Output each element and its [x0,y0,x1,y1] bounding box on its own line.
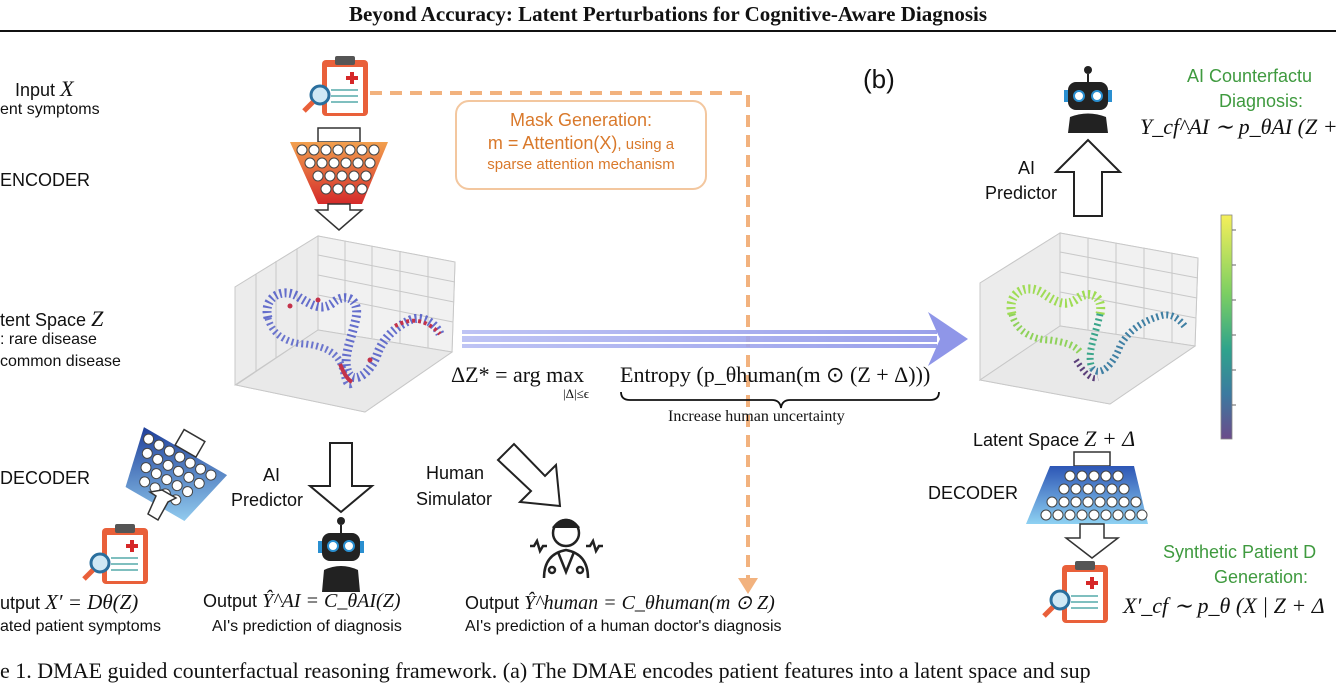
mask-mechanism: sparse attention mechanism [487,156,675,173]
ai-predictor-label-a-2: Predictor [231,490,304,510]
mask-arrowhead [738,578,758,594]
doctor-icon [530,518,603,579]
mask-generation-box: Mask Generation: m = Attention(X), using… [455,100,707,190]
entropy-brace [620,391,940,409]
objective-lhs: ΔZ* = arg max [451,362,585,387]
ai-predictor-label-b-2: Predictor [985,183,1058,203]
panel-b-tag: (b) [863,64,895,94]
encoder-label: ENCODER [0,170,91,190]
decoder-label-b: DECODER [928,483,1019,503]
mask-formula: m = Attention(X), using a [487,133,675,153]
ai-predictor-arrow-a [307,442,375,514]
paper-title: Beyond Accuracy: Latent Perturbations fo… [348,2,988,26]
human-simulator-label-1: Human [426,463,485,483]
output-ai-label: Output Ŷ^AI = C_θAI(Z) [203,590,401,612]
header-rule [0,30,1336,32]
clipboard-icon-bottom-a [82,524,148,584]
decoder-b [1026,451,1148,559]
synthetic-title-2: Generation: [1214,567,1309,587]
ai-predictor-label-b-1: AI [1018,158,1036,178]
brace-note: Increase human uncertainty [668,408,845,425]
input-label: Input X [15,76,74,101]
ai-counterfactual-title-1: AI Counterfactu [1187,66,1313,86]
latent-label-a: tent Space Z [0,306,104,331]
output-human-sub: AI's prediction of a human doctor's diag… [465,618,782,635]
latent-label-b: Latent Space Z + Δ [973,426,1136,451]
decoder-label-a: DECODER [0,468,91,488]
output-human-label: Output Ŷ^human = C_θhuman(m ⊙ Z) [465,592,775,614]
synthetic-title-1: Synthetic Patient D [1163,542,1317,562]
ai-predictor-label-a-1: AI [263,465,281,485]
output-recon-label: utput X′ = Dθ(Z) [0,590,139,614]
legend-common: common disease [0,353,121,370]
mask-title: Mask Generation: [509,110,653,130]
mask-dashed-path [370,91,750,585]
robot-icon-a [318,517,364,592]
objective-constraint: |Δ|≤ϵ [563,386,589,401]
decoder-a [125,427,228,521]
synthetic-math: X′_cf ∼ p_θ (X | Z + Δ [1123,593,1325,618]
ai-counterfactual-math: Y_cf^AI ∼ p_θAI (Z + Δ [1140,114,1336,139]
legend-rare: : rare disease [0,331,97,348]
figure-caption: e 1. DMAE guided counterfactual reasonin… [0,658,1091,683]
ai-predictor-arrow-b [1053,138,1123,217]
robot-icon-b [1064,66,1112,133]
latent-points-a [262,288,445,389]
input-sublabel: ent symptoms [0,101,100,118]
perturbation-arrow [462,312,968,366]
output-recon-sub: ated patient symptoms [0,618,161,635]
ai-counterfactual-title-2: Diagnosis: [1219,91,1304,111]
clipboard-icon-top [302,56,368,116]
colorbar [1220,214,1233,440]
human-simulator-label-2: Simulator [416,489,493,509]
decoder-a-out-arrow [147,489,178,522]
human-simulator-arrow [496,442,562,508]
output-ai-sub: AI's prediction of diagnosis [212,618,402,635]
latent-points-b [1006,284,1189,382]
clipboard-icon-b [1042,561,1108,623]
objective-rhs: Entropy (p_θhuman(m ⊙ (Z + Δ))) [620,362,931,387]
encoder-funnel [290,127,388,231]
